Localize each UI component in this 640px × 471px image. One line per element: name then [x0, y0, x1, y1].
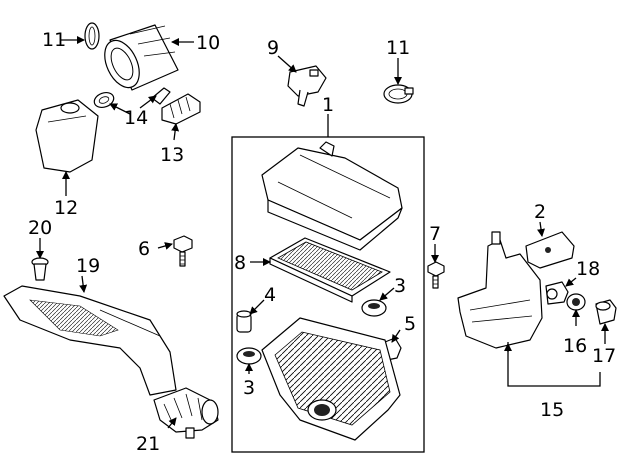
callout-18: 18	[576, 258, 600, 280]
callout-4: 4	[264, 284, 276, 306]
pump-grommet	[566, 293, 586, 311]
callout-19: 19	[76, 255, 100, 277]
callout-20: 20	[28, 217, 52, 239]
callout-10: 10	[196, 32, 220, 54]
callout-8: 8	[234, 252, 246, 274]
hose-clamp-left	[84, 22, 100, 50]
callout-16: 16	[563, 335, 587, 357]
hose-clamp-right	[383, 84, 414, 104]
air-cleaner-cover	[261, 141, 403, 251]
elbow-hose	[153, 387, 219, 439]
grommet-upper	[361, 299, 387, 317]
mount-bolt	[427, 261, 445, 289]
callout-14: 14	[124, 107, 148, 129]
callout-5: 5	[404, 313, 416, 335]
callout-7: 7	[429, 223, 441, 245]
hose-clamp-small	[93, 87, 171, 109]
callout-1: 1	[322, 94, 334, 116]
washer-reservoir	[457, 231, 543, 349]
callout-13: 13	[160, 144, 184, 166]
callout-3-upper: 3	[394, 275, 406, 297]
lower-housing	[261, 317, 401, 441]
callout-17: 17	[592, 345, 616, 367]
bushing	[236, 310, 252, 333]
callout-12: 12	[54, 197, 78, 219]
callout-11-left: 11	[42, 29, 66, 51]
callout-6: 6	[138, 238, 150, 260]
grommet-lower	[236, 347, 262, 365]
push-pin	[31, 257, 49, 281]
callout-labels: 1 2 3 3 4 5 6 7 8 9 10 11 11 12 13 14 15…	[28, 29, 616, 455]
resonator	[35, 99, 99, 173]
reservoir-bracket	[525, 231, 575, 269]
airflow-sensor	[287, 65, 327, 107]
washer-pump	[545, 281, 569, 305]
air-filter-element	[269, 237, 391, 303]
intake-duct	[3, 285, 177, 396]
bolt	[173, 235, 193, 267]
reservoir-cap	[595, 299, 617, 325]
callout-3-lower: 3	[243, 377, 255, 399]
connector-hose	[161, 93, 201, 125]
air-flow-tube	[104, 24, 179, 91]
callout-15: 15	[540, 399, 564, 421]
callout-11-right: 11	[386, 37, 410, 59]
leader-lines	[36, 36, 609, 429]
callout-2: 2	[534, 201, 546, 223]
callout-9: 9	[267, 37, 279, 59]
callout-21: 21	[136, 433, 160, 455]
